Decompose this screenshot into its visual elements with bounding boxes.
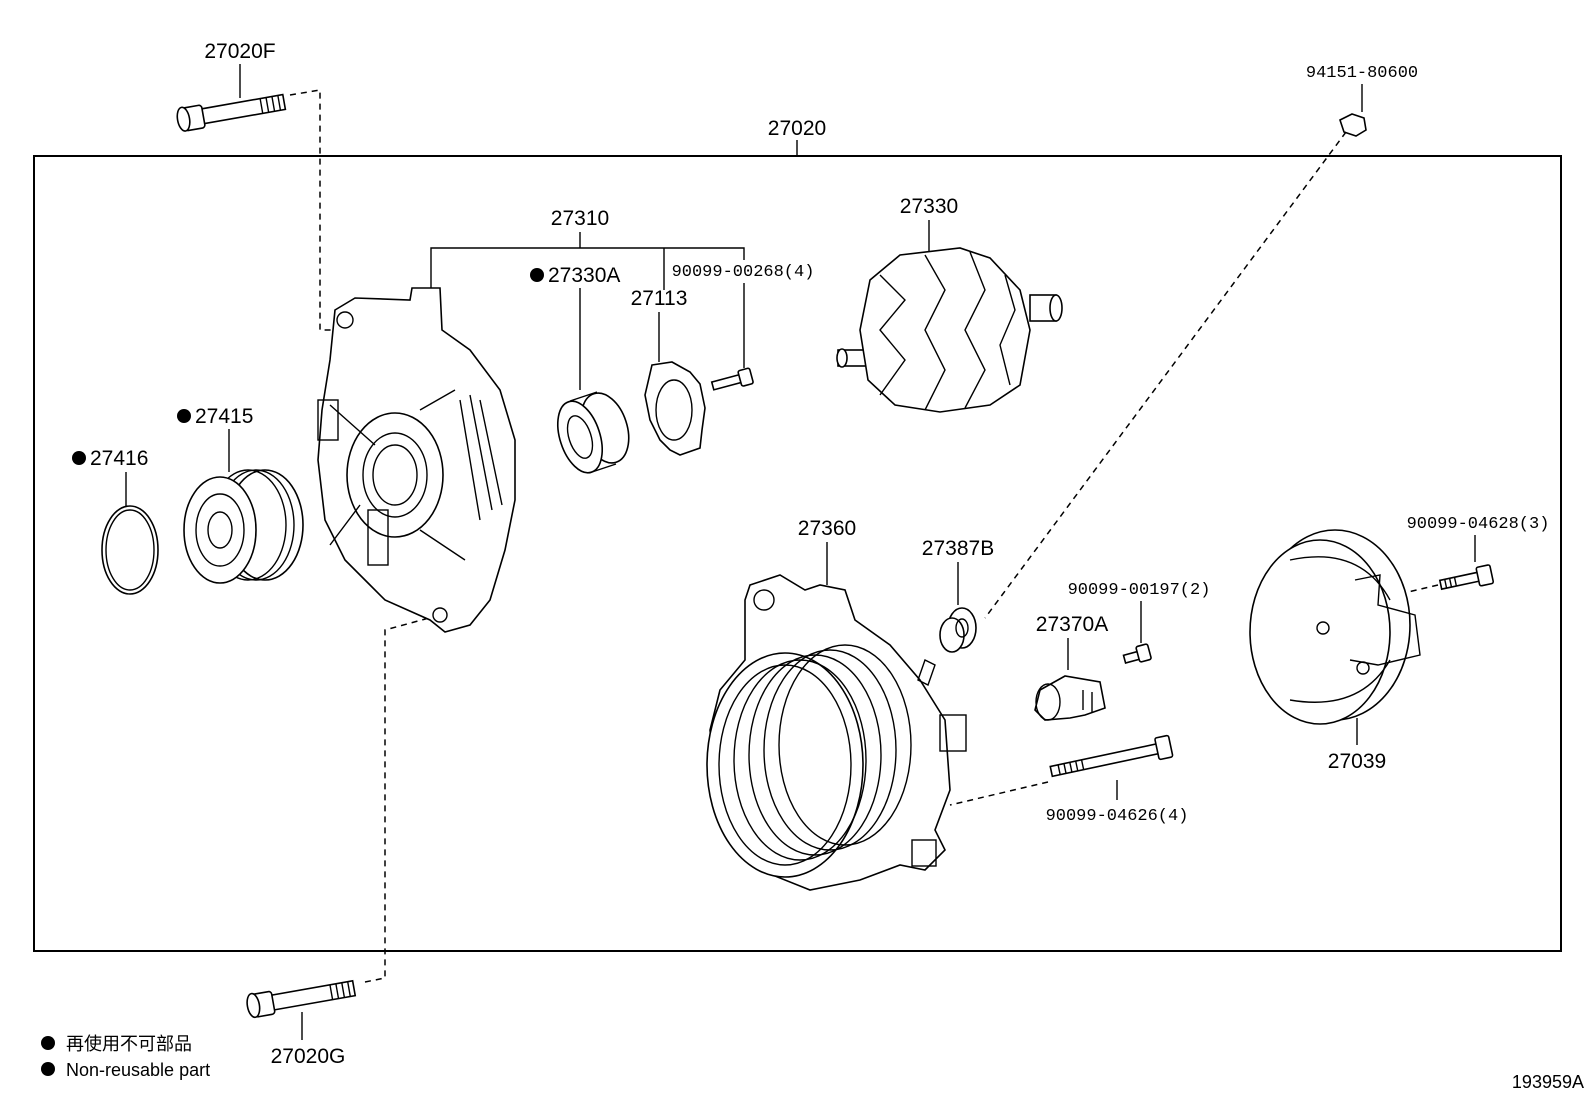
- legend: 再使用不可部品 Non-reusable part: [41, 1034, 210, 1080]
- part-label-27039: 27039: [1328, 750, 1386, 773]
- part-label-27360: 27360: [798, 517, 856, 540]
- legend-english: Non-reusable part: [66, 1060, 210, 1080]
- part-label-27330a: 27330A: [548, 264, 620, 287]
- figure-id: 193959A: [1512, 1072, 1584, 1092]
- pulley-27415[interactable]: 27415: [177, 405, 304, 584]
- brush-holder-27370a[interactable]: 27370A: [1034, 613, 1108, 721]
- part-label-27370a: 27370A: [1036, 613, 1108, 636]
- part-label-94151-80600: 94151-80600: [1306, 64, 1418, 83]
- part-label-27020g: 27020G: [271, 1045, 346, 1068]
- rotor-27330[interactable]: 27330: [836, 195, 1063, 413]
- rear-cover-27039[interactable]: 27039: [1249, 529, 1421, 773]
- part-label-90099-00197: 90099-00197(2): [1068, 581, 1211, 600]
- part-label-27310: 27310: [551, 207, 609, 230]
- group-27310: 27310: [430, 207, 745, 290]
- rectifier-end-frame-27360[interactable]: 27360: [706, 517, 967, 891]
- bolt-27020f[interactable]: 27020F: [176, 40, 340, 331]
- part-label-27113: 27113: [631, 287, 688, 310]
- screw-90099-00268[interactable]: 90099-00268(4): [672, 263, 815, 394]
- part-label-27415: 27415: [195, 405, 253, 428]
- non-reusable-marker: [72, 451, 86, 465]
- bolt-90099-04628[interactable]: 90099-04628(3): [1394, 515, 1550, 596]
- nut-94151-80600[interactable]: 94151-80600: [984, 64, 1418, 619]
- ring-27416[interactable]: 27416: [72, 447, 159, 595]
- part-label-27330: 27330: [900, 195, 958, 218]
- legend-marker: [41, 1062, 55, 1076]
- drive-end-frame[interactable]: [317, 287, 516, 633]
- part-label-27416: 27416: [90, 447, 148, 470]
- bearing-27330a[interactable]: 27330A: [530, 264, 637, 478]
- insulator-27387b[interactable]: 27387B: [922, 537, 994, 653]
- part-label-27020f: 27020F: [204, 40, 275, 63]
- legend-japanese: 再使用不可部品: [66, 1034, 192, 1054]
- part-label-90099-04626: 90099-04626(4): [1046, 807, 1189, 826]
- part-label-90099-00268: 90099-00268(4): [672, 263, 815, 282]
- legend-marker: [41, 1036, 55, 1050]
- plate-27113[interactable]: 27113: [631, 287, 706, 456]
- bolt-90099-04626[interactable]: 90099-04626(4): [949, 734, 1189, 826]
- bolt-27020g[interactable]: 27020G: [245, 614, 441, 1068]
- non-reusable-marker: [530, 268, 544, 282]
- screw-90099-00197[interactable]: 90099-00197(2): [1068, 581, 1211, 666]
- part-label-27387b: 27387B: [922, 537, 994, 560]
- assembly-label: 27020: [768, 117, 826, 140]
- part-label-90099-04628: 90099-04628(3): [1407, 515, 1550, 534]
- non-reusable-marker: [177, 409, 191, 423]
